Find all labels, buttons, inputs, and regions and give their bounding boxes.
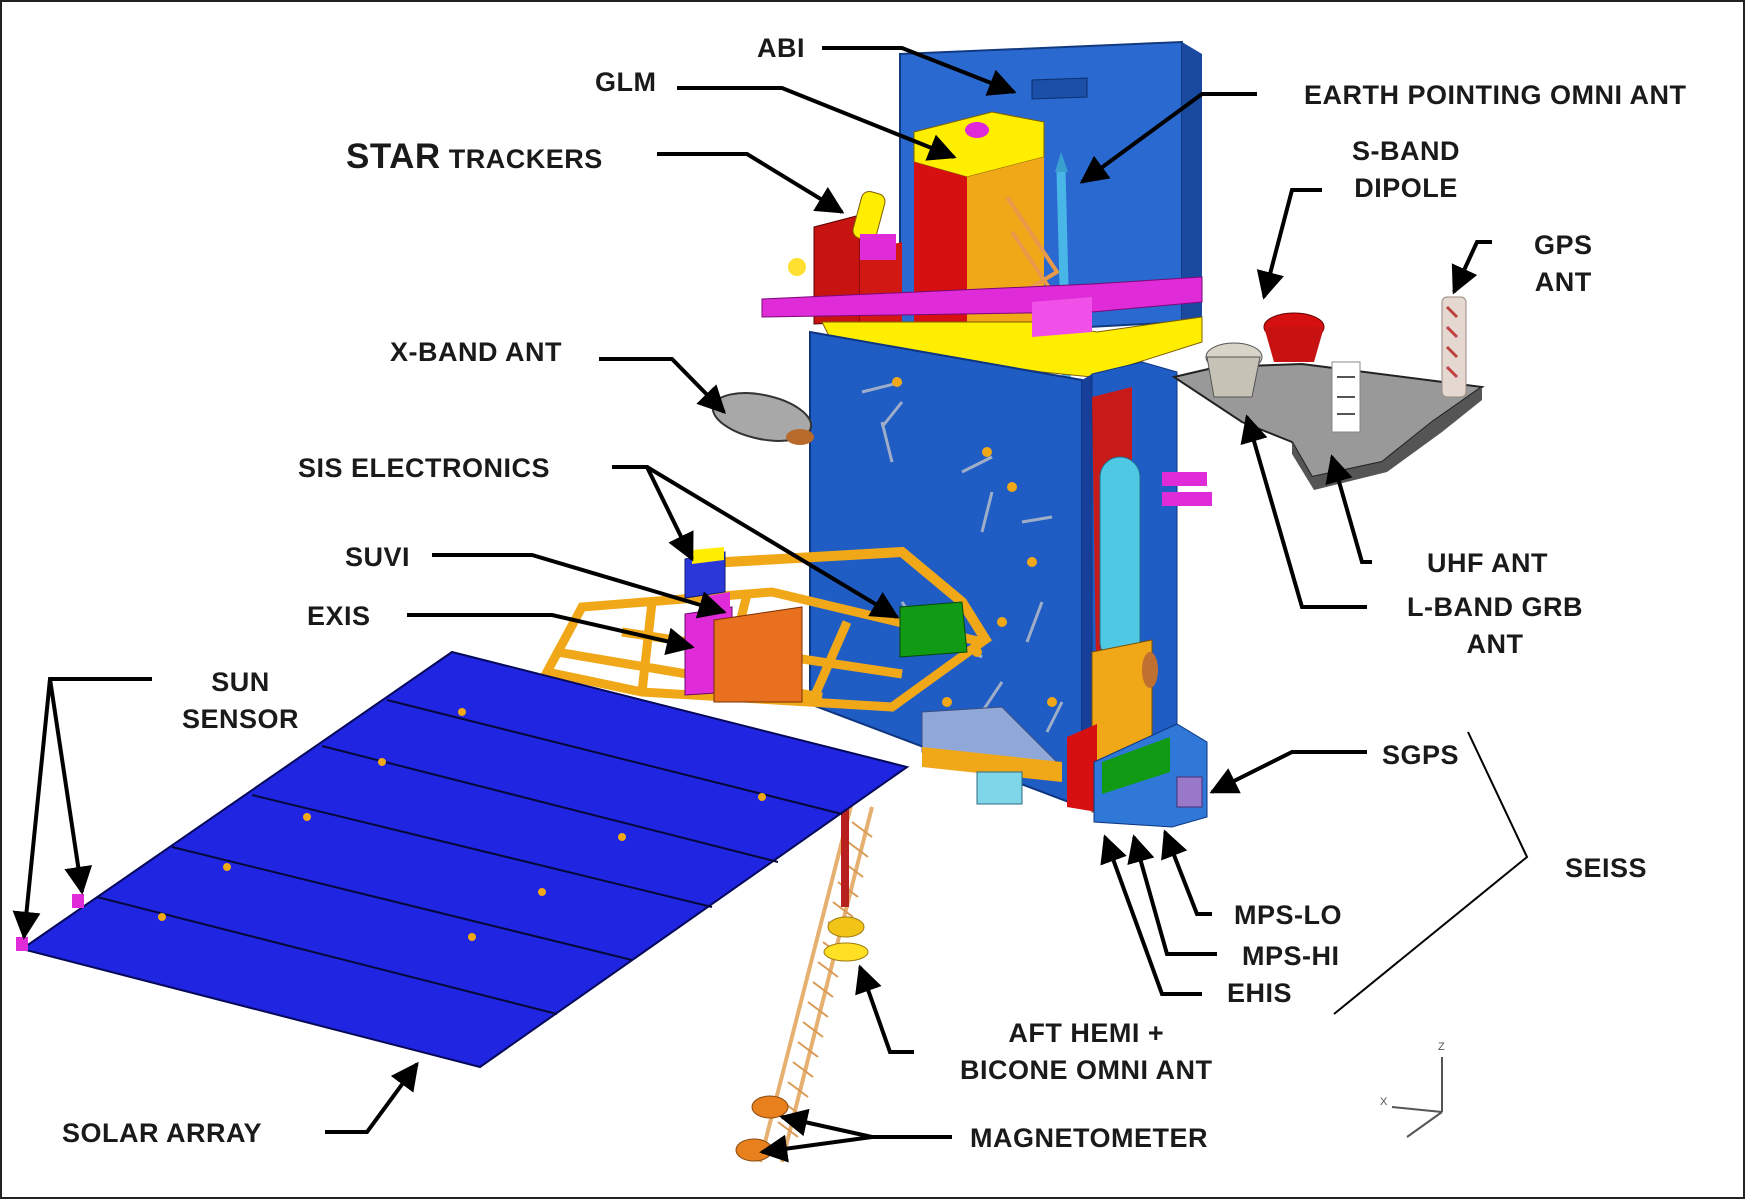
antenna-platform <box>1171 296 1485 490</box>
aft-hemi-antenna <box>921 706 1062 805</box>
axis-triad <box>1391 1057 1443 1138</box>
label-earth-pointing-omni-ant: EARTH POINTING OMNI ANT <box>1304 80 1687 110</box>
label-uhf-ant: UHF ANT <box>1427 548 1548 578</box>
x-band-antenna-dish <box>711 392 814 445</box>
label-mps-lo: MPS-LO <box>1234 900 1342 930</box>
axis-x-label: X <box>1380 1096 1388 1108</box>
label-x-band-ant: X-BAND ANT <box>390 337 562 367</box>
label-abi: ABI <box>757 33 805 63</box>
label-glm: GLM <box>595 67 657 97</box>
sis-electronics-box <box>684 547 968 658</box>
main-bus <box>809 330 1212 813</box>
label-aft-hemi-bicone-omni-ant: AFT HEMI +BICONE OMNI ANT <box>960 1018 1213 1085</box>
label-solar-array: SOLAR ARRAY <box>62 1118 263 1148</box>
magenta-deck <box>761 276 1203 378</box>
axis-z-label: Z <box>1438 1041 1446 1053</box>
seiss-bracket <box>1333 731 1529 1015</box>
label-suvi: SUVI <box>345 542 411 572</box>
label-star-trackers: STAR TRACKERS <box>346 138 603 178</box>
label-sis-electronics: SIS ELECTRONICS <box>298 453 551 483</box>
solar-array-panel <box>16 650 910 1069</box>
label-mps-hi: MPS-HI <box>1242 941 1340 971</box>
leader-lines <box>12 46 1492 1163</box>
label-ehis: EHIS <box>1227 978 1293 1008</box>
label-star-word: STAR <box>346 137 441 176</box>
label-magnetometer: MAGNETOMETER <box>970 1123 1209 1153</box>
label-exis: EXIS <box>307 601 371 631</box>
s-band-dipole <box>1263 312 1325 362</box>
label-trackers-word: TRACKERS <box>448 144 603 174</box>
label-seiss: SEISS <box>1565 853 1648 883</box>
label-sgps: SGPS <box>1382 740 1460 770</box>
seiss-box <box>1093 652 1208 828</box>
upper-bus <box>899 40 1202 403</box>
